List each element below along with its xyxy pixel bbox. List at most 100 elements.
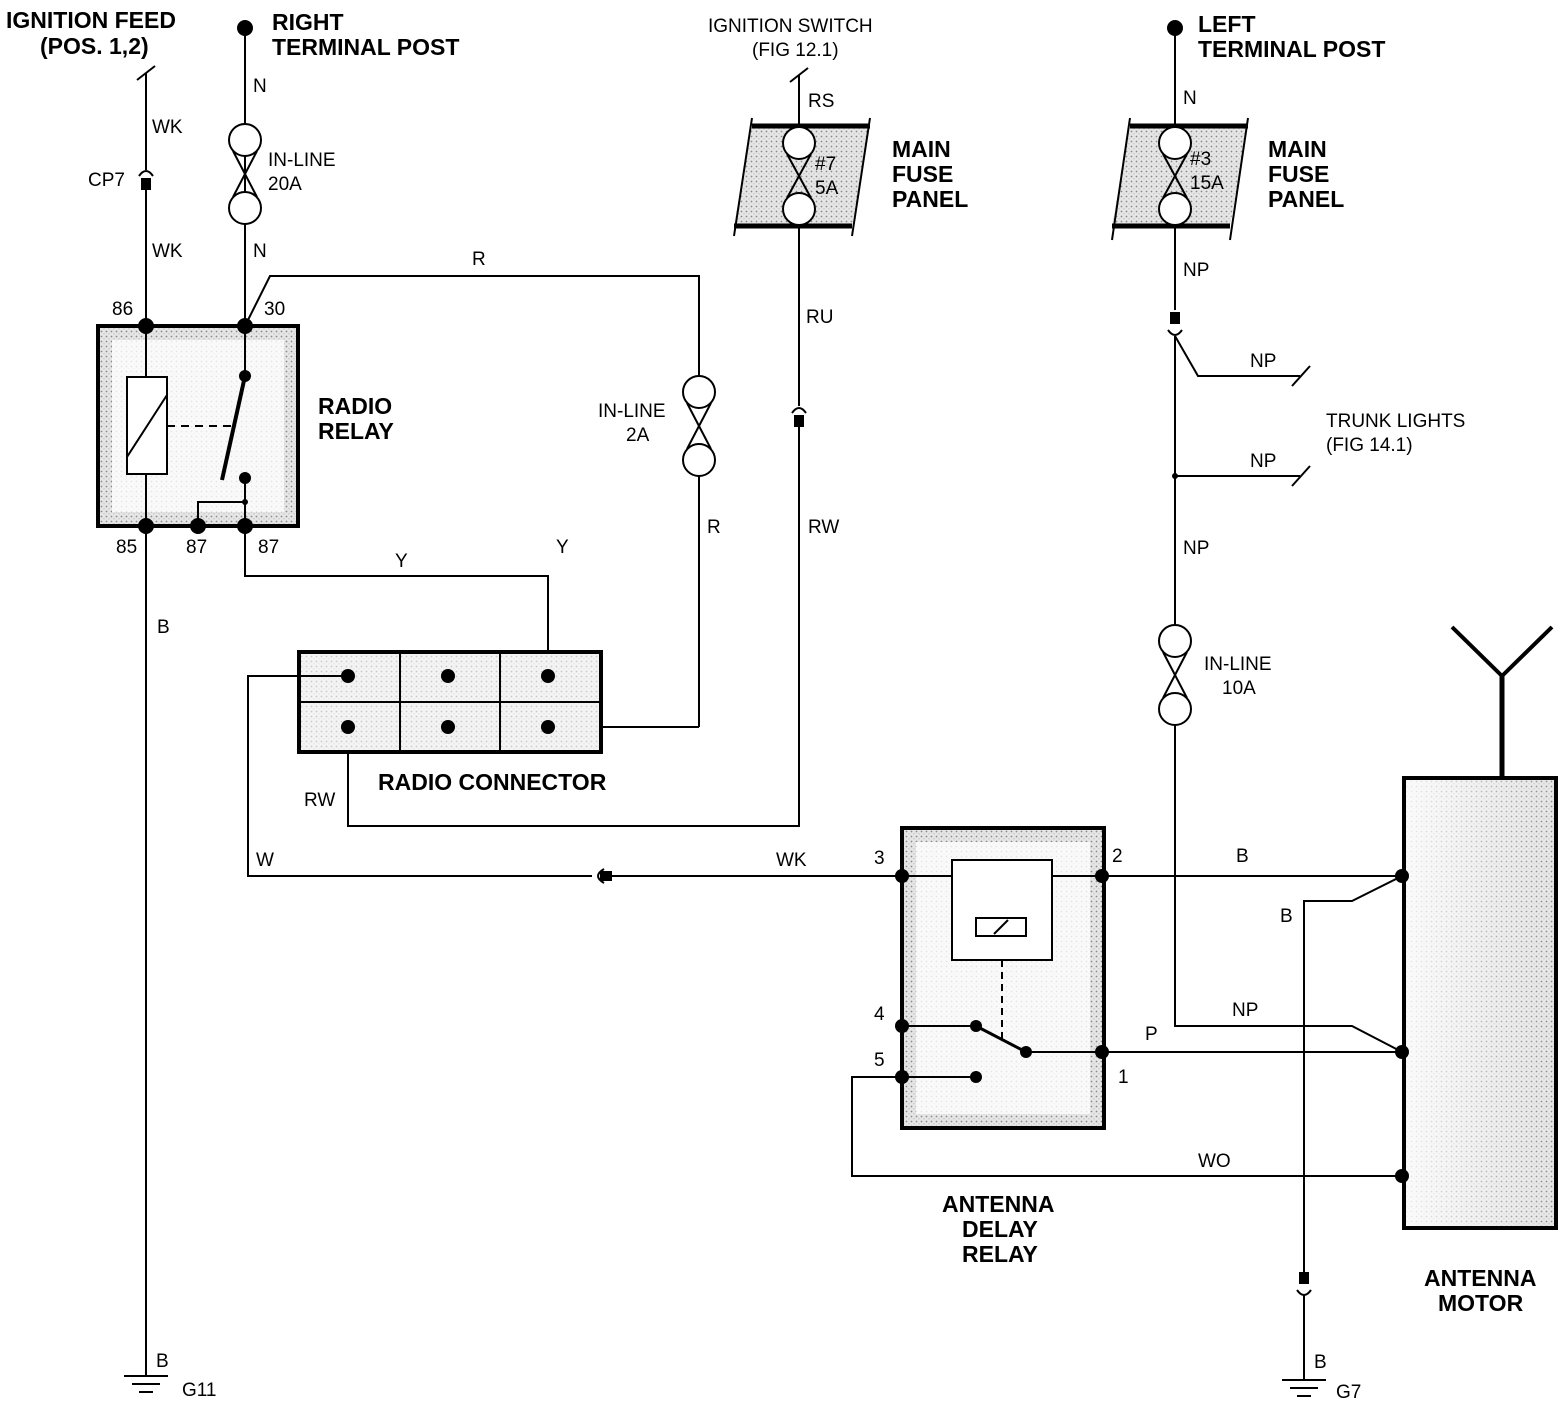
wire-np-to-motor [1174, 725, 1403, 1053]
radio-relay-pin-87a [190, 518, 206, 534]
fuse-label-inline-20a: IN-LINE [268, 150, 336, 171]
w-wk-wire: W WK [247, 675, 902, 884]
wire-label-np-1: NP [1183, 260, 1209, 281]
wire-label-p: P [1145, 1024, 1158, 1045]
wire-label-wk-top: WK [152, 117, 183, 138]
motor-pin-wo [1395, 1169, 1409, 1183]
ground-label-g7: G7 [1336, 1382, 1361, 1403]
left-post-label: LEFT [1198, 11, 1256, 37]
wire-label-w: W [256, 850, 274, 871]
wire-label-b-g7: B [1314, 1352, 1327, 1373]
cp7-connector-top [138, 170, 154, 177]
wire-wo-to-motor [851, 1076, 1402, 1177]
radio-relay-pin-86 [138, 318, 154, 334]
delay-relay-switch-arm [975, 1024, 1027, 1054]
motor-pin-p [1395, 1045, 1409, 1059]
radio-relay-label-2: RELAY [318, 418, 394, 444]
main-fuse-panel-label-2: FUSE [892, 161, 953, 187]
ignition-feed-pos-label: (POS. 1,2) [40, 33, 149, 59]
pin-label-4: 4 [874, 1004, 885, 1025]
left-post-terminal-label: TERMINAL POST [1198, 36, 1385, 62]
wire-label-r-right: R [707, 517, 721, 538]
np-connector-pin [1170, 312, 1180, 324]
main-fuse-panel-3: #3 15A MAIN FUSE PANEL [1111, 117, 1344, 241]
inline-fuse-10a: IN-LINE 10A [1158, 624, 1272, 726]
wire-label-wo: WO [1198, 1151, 1231, 1172]
radio-relay-label: RADIO [318, 393, 392, 419]
wire-label-ru: RU [806, 307, 833, 328]
radio-relay: 86 30 85 87 87 RADIO RELAY [96, 299, 394, 558]
ignition-switch-label: IGNITION SWITCH [708, 16, 873, 37]
wire-label-n-top: N [253, 76, 267, 97]
main-fuse-panel-2-label-2: FUSE [1268, 161, 1329, 187]
wire-label-wk-mid: WK [152, 241, 183, 262]
ignition-feed-wire: WK CP7 WK [88, 65, 183, 326]
wire-label-b-motor-1: B [1236, 846, 1249, 867]
pin-label-3: 3 [874, 848, 885, 869]
connector-label-cp7: CP7 [88, 170, 125, 191]
wire-label-n-left: N [1183, 88, 1197, 109]
wk-connector-pin [600, 871, 612, 881]
wire-label-wk-bottom: WK [776, 850, 807, 871]
main-fuse-panel-label-3: PANEL [892, 186, 968, 212]
right-post-wire: N N [237, 20, 267, 326]
antenna-icon [1450, 625, 1554, 679]
np-connector-bottom [1167, 329, 1183, 336]
pin-label-87a: 87 [186, 537, 207, 558]
wire-label-n-mid: N [253, 241, 267, 262]
delay-relay-pin-3 [895, 869, 909, 883]
delay-relay-pin-4 [895, 1019, 909, 1033]
main-fuse-panel-label-1: MAIN [892, 136, 951, 162]
fuse-label-3: #3 [1190, 149, 1211, 170]
wire-label-np-2: NP [1250, 351, 1276, 372]
antenna-motor-label-2: MOTOR [1438, 1290, 1524, 1316]
wire-label-np-4: NP [1183, 538, 1209, 559]
fuse-label-inline-10a: IN-LINE [1204, 654, 1272, 675]
wk-connector-left [597, 868, 605, 884]
inline-fuse-20a: IN-LINE 20A [228, 123, 336, 225]
fuse-rating-10a: 10A [1222, 678, 1256, 699]
ignition-switch-fig-label: (FIG 12.1) [752, 40, 839, 61]
wire-label-y-2: Y [556, 537, 569, 558]
wire-label-b-ground: B [156, 1351, 169, 1372]
right-terminal-post-title: RIGHT TERMINAL POST [272, 9, 459, 60]
antenna-delay-relay-label-1: ANTENNA [942, 1191, 1054, 1217]
pin-label-1: 1 [1118, 1067, 1129, 1088]
left-post-wire: N NP NP NP NP TRUNK LIGHTS (FIG 14.1) [1167, 20, 1465, 640]
y-wire: Y Y [244, 526, 569, 676]
wire-b-to-ground [1303, 875, 1403, 1272]
fuse-rating-15a: 15A [1190, 173, 1224, 194]
ground-g11: B B G11 [124, 526, 217, 1401]
antenna-delay-relay-label-3: RELAY [962, 1241, 1038, 1267]
fuse-label-inline-2a: IN-LINE [598, 401, 666, 422]
trunk-lights-fig-label: (FIG 14.1) [1326, 435, 1413, 456]
wire-label-rw-right: RW [808, 517, 839, 538]
delay-relay-module [951, 859, 1053, 961]
wire-label-b-motor-2: B [1280, 906, 1293, 927]
radio-relay-switch-arm [220, 375, 247, 481]
wire-label-rw-left: RW [304, 790, 335, 811]
ru-connector-pin [794, 415, 804, 427]
ignition-feed-title: IGNITION FEED (POS. 1,2) [6, 7, 176, 59]
ignition-switch-wire: RS RU RW RW [304, 67, 839, 827]
g7-connector-pin [1299, 1272, 1309, 1284]
antenna-motor: ANTENNA MOTOR [1395, 625, 1558, 1316]
antenna-delay-relay-label-2: DELAY [962, 1216, 1038, 1242]
ground-label-g11: G11 [182, 1380, 217, 1401]
wire-label-np-3: NP [1250, 451, 1276, 472]
radio-connector: RADIO CONNECTOR [297, 650, 607, 795]
fuse-label-7: #7 [815, 154, 836, 175]
ignition-switch-title: IGNITION SWITCH (FIG 12.1) [708, 16, 873, 61]
wire-label-np-5: NP [1232, 1000, 1258, 1021]
main-fuse-panel-2-label-1: MAIN [1268, 136, 1327, 162]
cp7-connector-pin [141, 178, 151, 190]
np-break-1 [1291, 365, 1311, 387]
antenna-delay-relay: 3 2 4 5 1 ANTENNA DELAY RELAY [874, 826, 1129, 1267]
wire-label-rs: RS [808, 91, 834, 112]
fuse-rating-5a: 5A [815, 178, 839, 199]
trunk-lights-label: TRUNK LIGHTS [1326, 411, 1465, 432]
np-break-2 [1291, 465, 1311, 487]
ignition-feed-label: IGNITION FEED [6, 7, 176, 33]
fuse-rating-20a: 20A [268, 174, 302, 195]
